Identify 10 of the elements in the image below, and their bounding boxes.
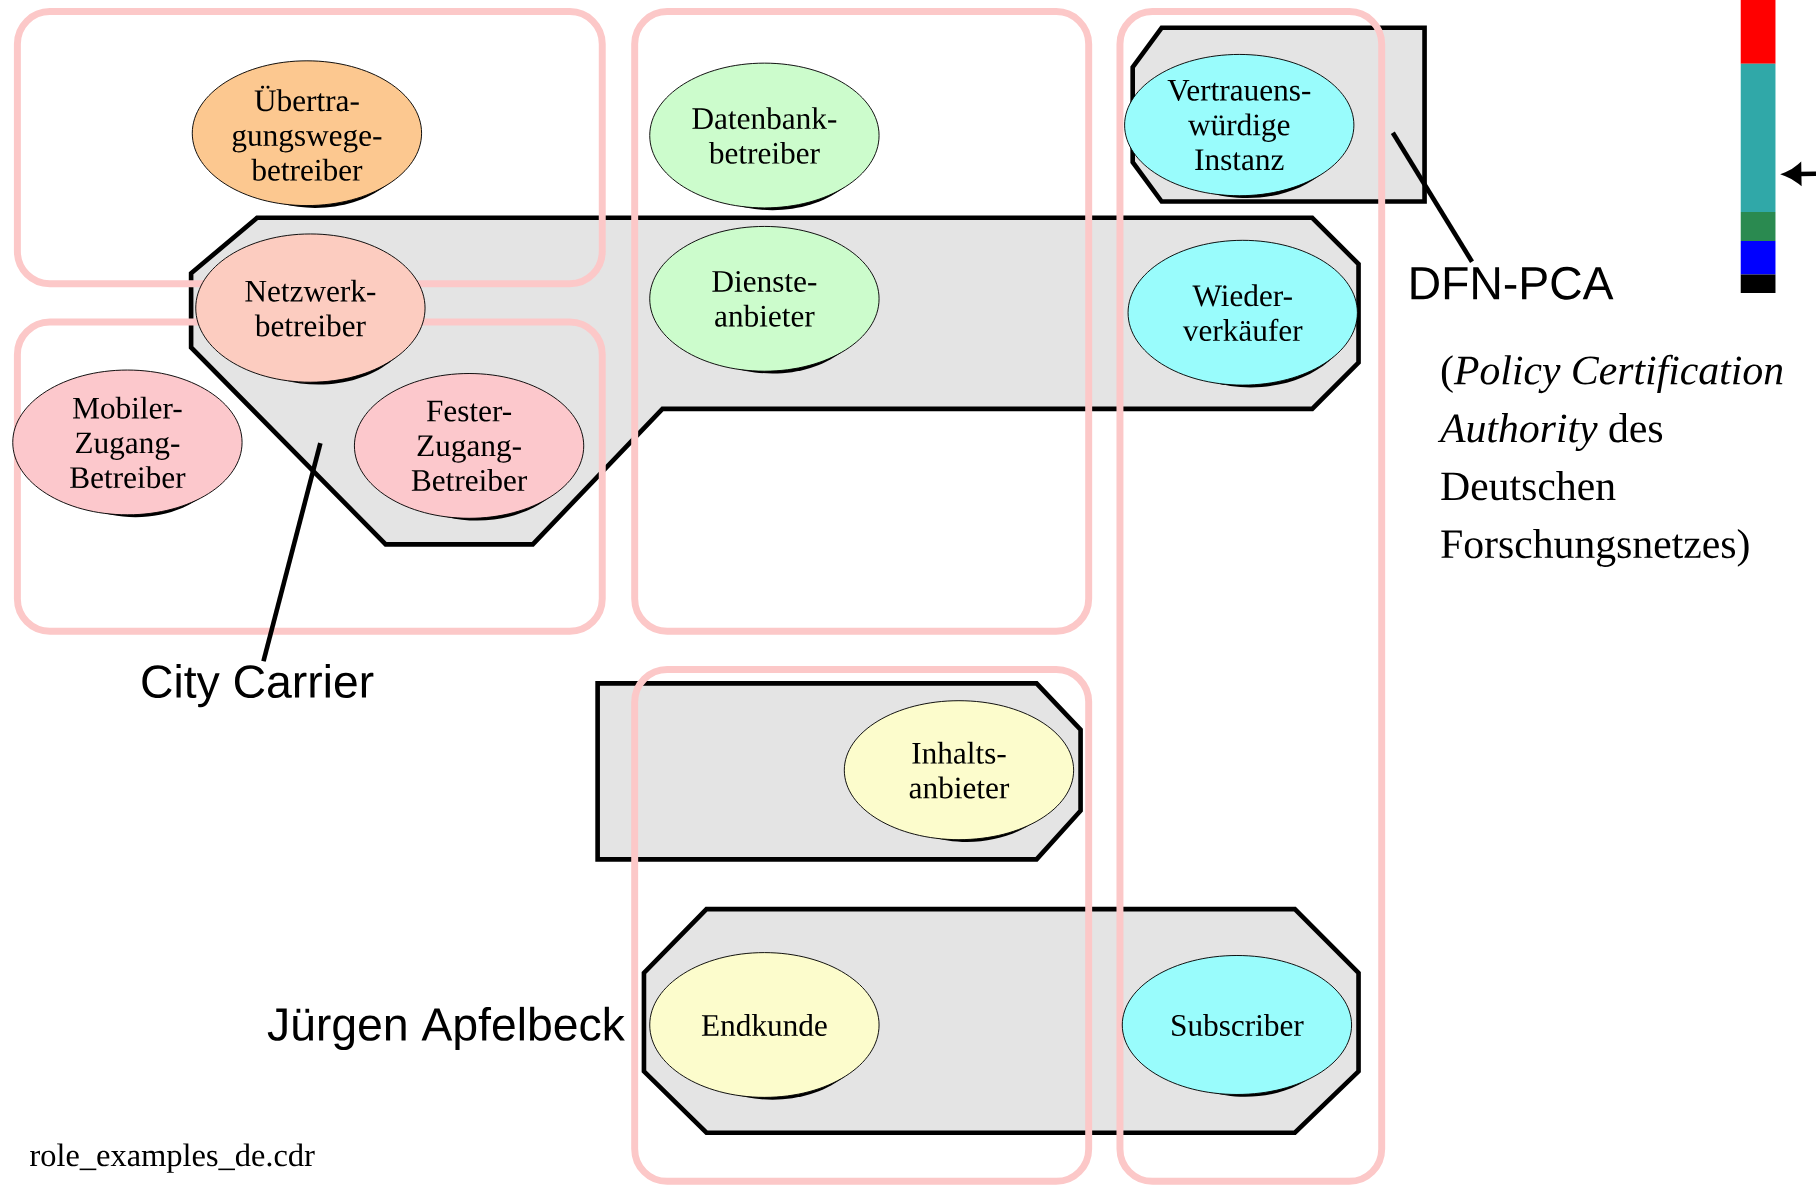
group-frame	[631, 8, 1093, 635]
company-name: City Carrier	[142, 664, 374, 708]
group-frame	[631, 665, 1093, 1185]
leader-line	[1390, 131, 1474, 263]
file-name: role_examples_de.cdr	[30, 1143, 315, 1173]
group-frame	[1116, 8, 1386, 1185]
color-bar	[1740, 0, 1776, 294]
owner-label: Jürgen Apfelbeck	[267, 1006, 625, 1051]
company-name: DFN-PCA (Policy Certification Authority des Deutschen Forschungsnetzes)	[1411, 266, 1783, 567]
leader-line	[261, 442, 323, 662]
